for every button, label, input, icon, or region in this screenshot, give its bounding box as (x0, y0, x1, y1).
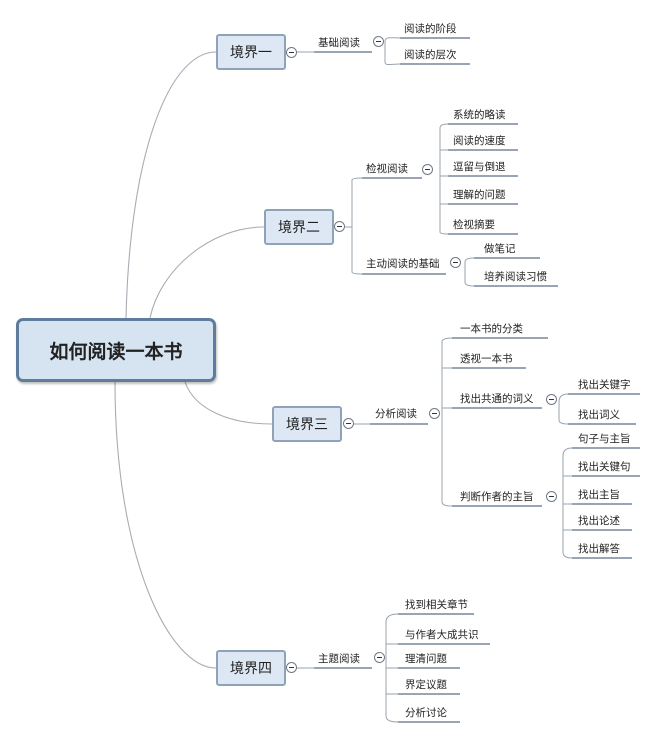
realm4-branch1-collapse-toggle[interactable] (374, 652, 385, 663)
realm1-branch1-collapse-toggle[interactable] (373, 36, 384, 47)
realm1-branch1-item1: 阅读的阶段 (404, 23, 457, 35)
realm4-branch1-item3: 理清问题 (405, 653, 447, 665)
realm3-item4-collapse-toggle[interactable] (546, 491, 557, 502)
realm4-branch1-item4: 界定议题 (405, 679, 447, 691)
realm1-branch1-label: 基础阅读 (318, 37, 360, 49)
realm3-item3-sub1: 找出关键字 (578, 379, 631, 391)
connector-realm2-branches (351, 177, 363, 275)
realm1-branch1-item2: 阅读的层次 (404, 49, 457, 61)
realm3-branch1-label: 分析阅读 (375, 408, 417, 420)
realm2-branch2-label: 主动阅读的基础 (366, 258, 440, 270)
realm1-collapse-toggle[interactable] (286, 47, 297, 58)
realm3-collapse-toggle[interactable] (343, 418, 354, 429)
realm4-branch1-item1: 找到相关章节 (405, 599, 468, 611)
realm2-branch2-item1: 做笔记 (484, 243, 516, 255)
connector-root-realm3 (184, 381, 273, 425)
realm1-node[interactable]: 境界一 (216, 34, 286, 70)
realm3-item4: 判断作者的主旨 (460, 491, 534, 503)
realm2-branch1-item1: 系统的略读 (453, 109, 506, 121)
realm3-item1: 一本书的分类 (460, 323, 523, 335)
realm2-branch1-item3: 逗留与倒退 (453, 161, 506, 173)
realm3-item4-sub5: 找出解答 (578, 543, 620, 555)
realm3-item4-sub1: 句子与主旨 (578, 433, 631, 445)
realm3-item3-sub2: 找出词义 (578, 409, 620, 421)
realm2-branch1-item4: 理解的问题 (453, 189, 506, 201)
connector-analysis-items (441, 337, 453, 507)
root-node[interactable]: 如何阅读一本书 (16, 318, 216, 382)
realm4-node[interactable]: 境界四 (216, 650, 286, 686)
connector-thesis-items (562, 447, 573, 559)
realm4-collapse-toggle[interactable] (286, 662, 297, 673)
realm3-item4-sub2: 找出关键句 (578, 461, 631, 473)
connector-root-realm2 (149, 226, 265, 319)
realm3-item2: 透视一本书 (460, 353, 513, 365)
realm4-branch1-item2: 与作者大成共识 (405, 629, 479, 641)
realm2-branch1-item2: 阅读的速度 (453, 135, 506, 147)
connector-topic-items (385, 613, 399, 723)
realm2-branch2-collapse-toggle[interactable] (450, 257, 461, 268)
realm3-item4-sub4: 找出论述 (578, 515, 620, 527)
realm2-collapse-toggle[interactable] (334, 221, 345, 232)
realm2-node[interactable]: 境界二 (264, 209, 334, 245)
connector-root-realm1 (125, 51, 217, 319)
realm3-item4-sub3: 找出主旨 (578, 489, 620, 501)
connector-root-realm4 (114, 381, 217, 669)
realm3-node[interactable]: 境界三 (272, 406, 342, 442)
realm2-branch1-label: 检视阅读 (366, 163, 408, 175)
connector-basic-items (384, 37, 401, 65)
realm4-branch1-label: 主题阅读 (318, 653, 360, 665)
realm3-branch1-collapse-toggle[interactable] (429, 408, 440, 419)
realm4-branch1-item5: 分析讨论 (405, 707, 447, 719)
connector-active-items (464, 257, 475, 287)
connector-terms-items (558, 393, 569, 425)
realm2-branch1-collapse-toggle[interactable] (422, 164, 433, 175)
connector-inspect-items (439, 123, 449, 235)
realm2-branch1-item5: 检视摘要 (453, 219, 495, 231)
realm3-item3-collapse-toggle[interactable] (546, 394, 557, 405)
realm2-branch2-item2: 培养阅读习惯 (484, 271, 547, 283)
realm3-item3: 找出共通的词义 (460, 393, 534, 405)
